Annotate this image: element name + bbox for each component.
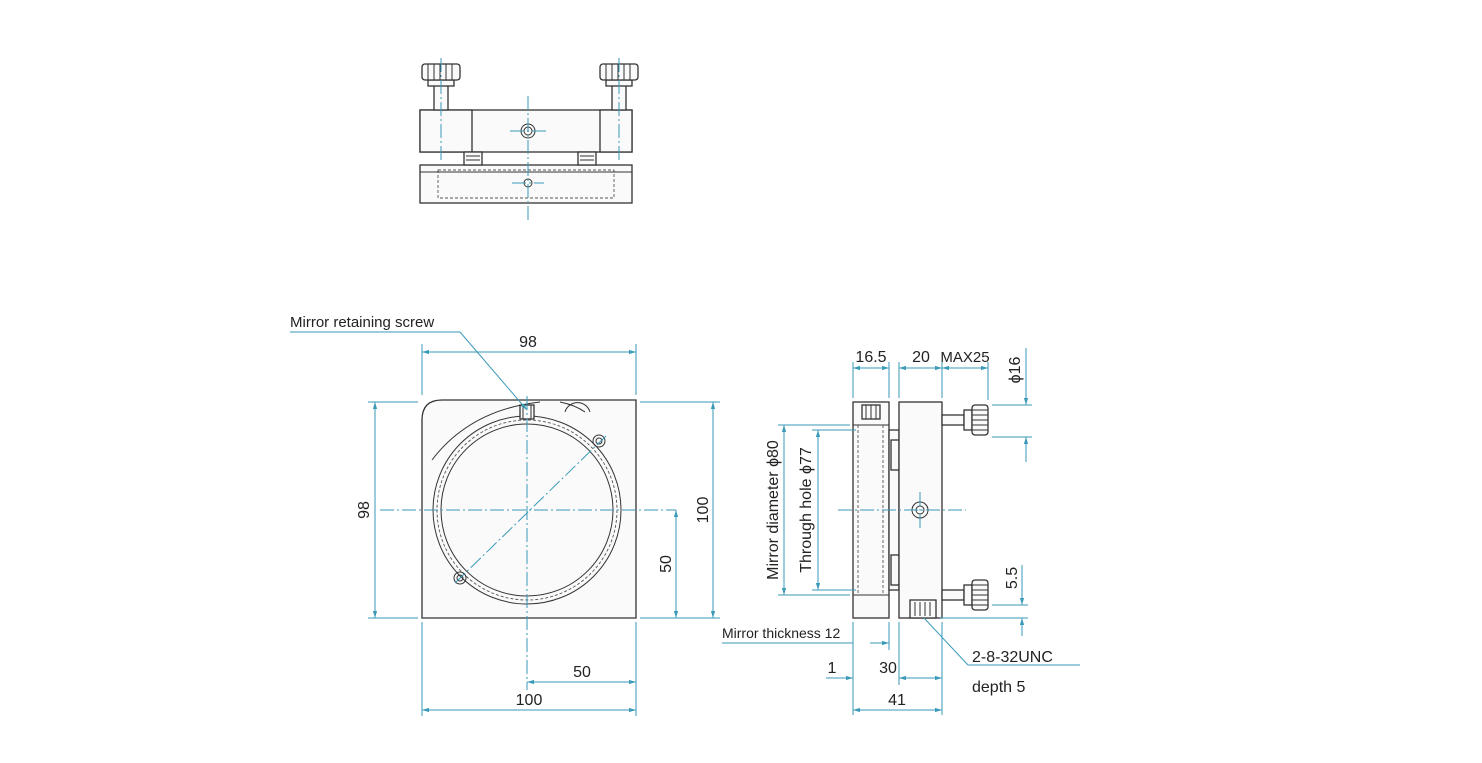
- front-view: [380, 396, 676, 690]
- dim-mirror-diameter: Mirror diameter ϕ80: [765, 440, 782, 580]
- dim-through-hole: Through hole ϕ77: [798, 447, 815, 573]
- dim-side-5-5: 5.5: [1004, 567, 1021, 589]
- dim-side-phi16: ϕ16: [1007, 357, 1024, 384]
- dim-side-max25: MAX25: [940, 349, 989, 366]
- label-mirror-retaining-screw: Mirror retaining screw: [290, 314, 434, 331]
- dim-side-41: 41: [888, 692, 906, 709]
- dim-side-30: 30: [879, 660, 897, 677]
- front-dimensions: 98 98 100 50 50 100 Mirror retaining scr…: [290, 314, 720, 716]
- dim-front-center-v: 50: [658, 555, 675, 573]
- side-upper-knob: [941, 404, 989, 436]
- dim-front-height: 98: [356, 501, 373, 519]
- side-lower-knob: [941, 579, 989, 611]
- front-plate: [421, 399, 637, 619]
- dim-side-1: 1: [828, 660, 837, 677]
- label-thread-depth: depth 5: [972, 679, 1025, 696]
- label-thread-spec: 2-8-32UNC: [972, 649, 1053, 666]
- dim-side-16-5: 16.5: [855, 349, 886, 366]
- side-dimensions: 16.5 20 MAX25 ϕ16 Mirror diameter ϕ80 Th…: [722, 348, 1080, 715]
- top-view: [419, 58, 639, 220]
- dim-front-width-outer: 100: [516, 692, 543, 709]
- dim-side-20: 20: [912, 349, 930, 366]
- dim-front-width: 98: [519, 334, 537, 351]
- dim-front-center-h: 50: [573, 664, 591, 681]
- dim-front-height-outer: 100: [695, 497, 712, 524]
- top-view-base: [419, 164, 633, 204]
- label-mirror-thickness: Mirror thickness 12: [722, 625, 840, 641]
- side-view: [838, 401, 989, 619]
